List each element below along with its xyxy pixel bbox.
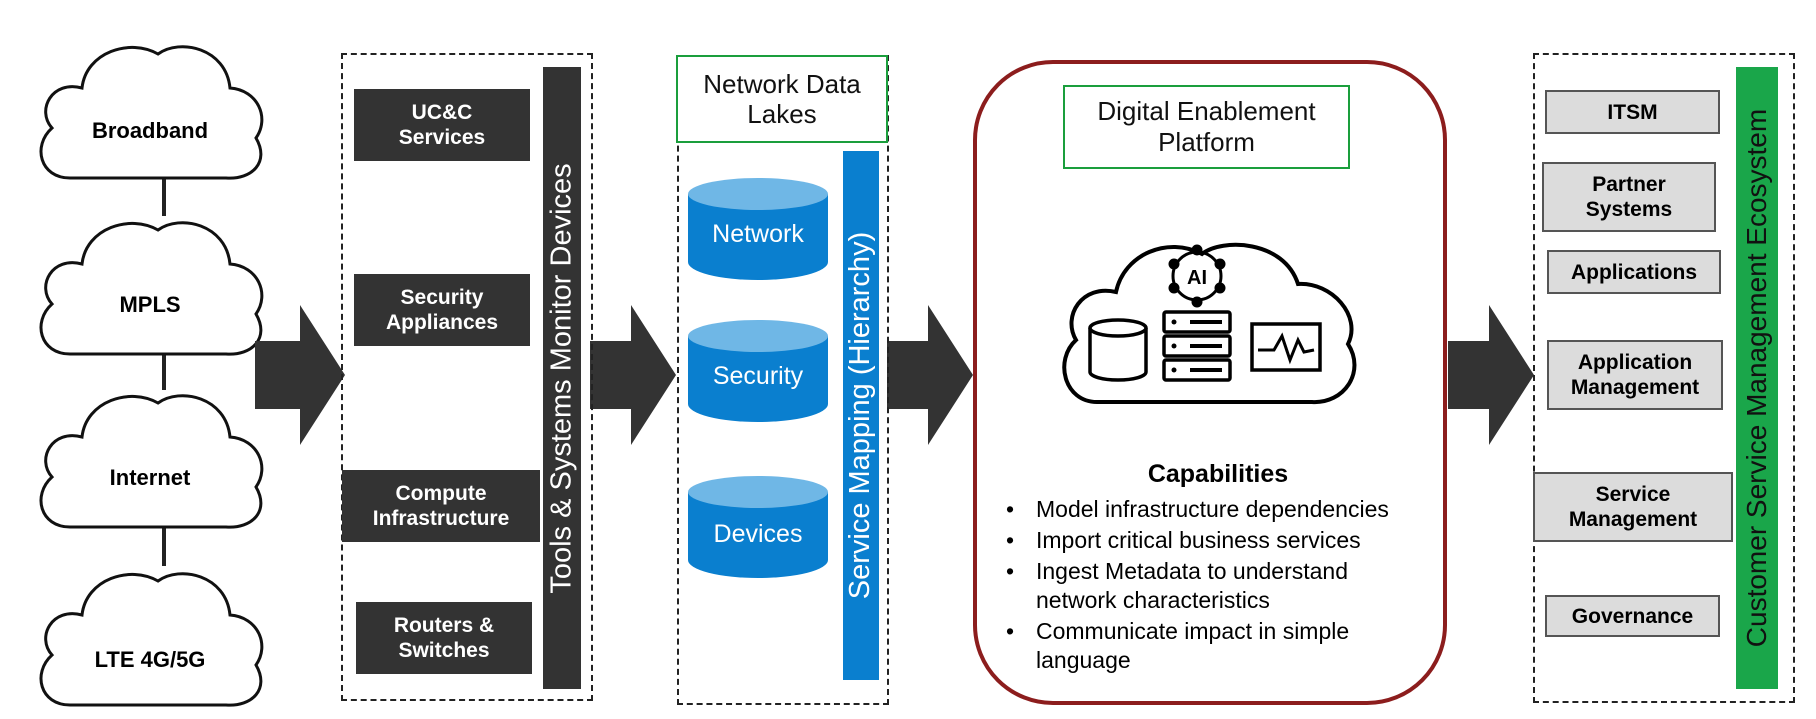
capabilities-title: Capabilities <box>1147 460 1289 488</box>
bullet-icon: • <box>1006 496 1015 522</box>
lake-label: Security <box>712 362 804 390</box>
cloud-label: Internet <box>109 465 191 490</box>
device-line: Infrastructure <box>372 507 510 530</box>
platform-title-line: Platform <box>1158 127 1255 157</box>
ecosystem-line: Management <box>1570 376 1700 399</box>
cloud-lte: LTE 4G/5G <box>30 563 270 713</box>
ecosystem-line: Governance <box>1571 604 1694 628</box>
flow-arrow-icon <box>590 305 676 445</box>
flow-arrow-icon <box>887 305 973 445</box>
cloud-icon <box>39 45 264 180</box>
ecosystem-line: Service <box>1595 483 1671 506</box>
cloud-label: LTE 4G/5G <box>94 647 206 672</box>
capability-text: language <box>1036 647 1131 673</box>
capability-item: • Model infrastructure dependencies <box>1004 495 1424 524</box>
cloud-internet: Internet <box>30 385 270 535</box>
database-icon <box>1088 318 1148 382</box>
database-cylinder-network <box>688 178 828 280</box>
capability-text: Import critical business services <box>1036 527 1361 553</box>
flow-arrow-icon <box>255 305 345 445</box>
ecosystem-line: Management <box>1568 508 1698 531</box>
ecosystem-box-applications: Applications <box>1547 250 1721 294</box>
ecosystem-vertical-label: Customer Service Management Ecosystem <box>1741 108 1772 648</box>
ecosystem-vertical-bar: Customer Service Management Ecosystem <box>1736 67 1778 689</box>
cloud-icon <box>39 394 264 529</box>
ecosystem-line: ITSM <box>1607 100 1658 124</box>
capability-text: network characteristics <box>1036 587 1270 613</box>
device-line: Switches <box>398 639 490 662</box>
lake-label: Devices <box>713 520 803 548</box>
bullet-icon: • <box>1006 558 1015 584</box>
lakes-title-line: Network Data <box>703 69 861 99</box>
connector-line <box>162 522 166 566</box>
ecosystem-line: Applications <box>1570 260 1697 284</box>
cloud-icon <box>39 572 264 707</box>
cloud-mpls: MPLS <box>30 212 270 362</box>
capability-text: Ingest Metadata to understand <box>1036 558 1348 584</box>
lakes-title-line: Lakes <box>747 99 817 129</box>
devices-vertical-bar: Tools & Systems Monitor Devices <box>543 67 581 689</box>
flow-arrow-icon <box>1448 305 1534 445</box>
platform-title-line: Digital Enablement <box>1097 96 1316 126</box>
device-box-routers: Routers &Switches <box>356 602 532 674</box>
capability-text: Communicate impact in simple <box>1036 618 1350 644</box>
lakes-vertical-label: Service Mapping (Hierarchy) <box>844 231 877 600</box>
ecosystem-line: Systems <box>1585 198 1673 221</box>
device-line: Compute <box>395 482 487 505</box>
ecosystem-box-governance: Governance <box>1545 595 1720 637</box>
devices-panel <box>341 53 593 701</box>
ai-network-icon <box>1168 244 1226 308</box>
ecosystem-line: Partner <box>1592 173 1666 196</box>
capability-item: • Ingest Metadata to understand network ch… <box>1004 557 1424 615</box>
database-cylinder-security <box>688 320 828 422</box>
device-line: Routers & <box>393 614 495 637</box>
capability-text: Model infrastructure dependencies <box>1036 496 1389 522</box>
ai-label: AI <box>1187 267 1207 289</box>
cloud-platform-icon: AI <box>1062 242 1357 405</box>
ecosystem-box-itsm: ITSM <box>1545 90 1720 134</box>
monitor-pulse-icon <box>1250 322 1322 372</box>
cloud-broadband: Broadband <box>30 36 270 186</box>
devices-vertical-label: Tools & Systems Monitor Devices <box>545 162 578 594</box>
ecosystem-line: Application <box>1577 351 1693 374</box>
bullet-icon: • <box>1006 618 1015 644</box>
lakes-vertical-bar: Service Mapping (Hierarchy) <box>843 151 879 680</box>
device-line: UC&C <box>411 101 473 124</box>
capability-item: • Communicate impact in simple language <box>1004 617 1424 675</box>
capability-item: • Import critical business services <box>1004 526 1424 555</box>
lake-label: Network <box>712 220 804 248</box>
bullet-icon: • <box>1006 527 1015 553</box>
platform-panel <box>973 60 1447 705</box>
ecosystem-panel <box>1533 53 1795 703</box>
cloud-icon <box>39 221 264 356</box>
capabilities-list: • Model infrastructure dependencies • Impo… <box>1004 495 1424 677</box>
cloud-label: Broadband <box>91 118 209 143</box>
cloud-label: MPLS <box>119 292 181 317</box>
connector-line <box>162 348 166 390</box>
database-cylinder-devices <box>688 476 828 578</box>
connector-line <box>162 170 166 216</box>
device-line: Services <box>398 126 486 149</box>
device-line: Security <box>400 286 484 309</box>
device-line: Appliances <box>385 311 499 334</box>
